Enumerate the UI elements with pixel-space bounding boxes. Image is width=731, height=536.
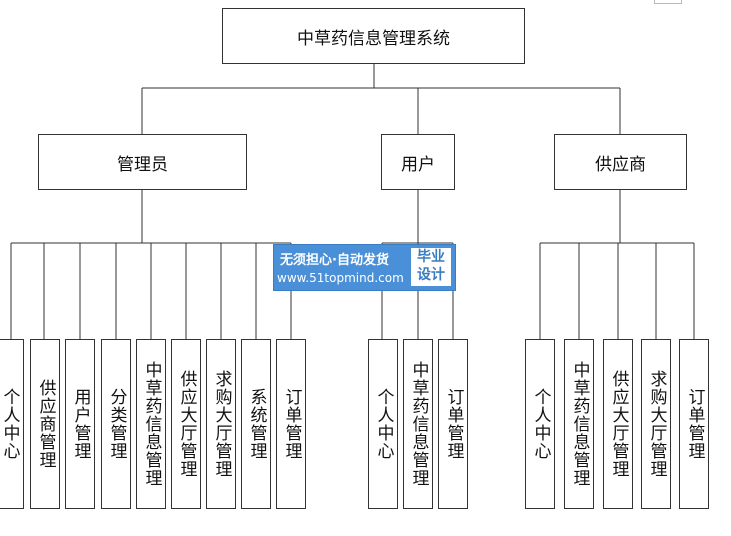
function-label: 系统管理	[246, 388, 267, 460]
function-label: 中草药信息管理	[141, 361, 162, 487]
function-node: 分类管理	[101, 339, 131, 509]
function-label: 个人中心	[0, 388, 20, 460]
function-node: 订单管理	[276, 339, 306, 509]
function-label: 中草药信息管理	[408, 361, 429, 487]
function-node: 求购大厅管理	[641, 339, 671, 509]
function-node: 供应大厅管理	[603, 339, 633, 509]
function-label: 订单管理	[443, 388, 464, 460]
function-label: 供应大厅管理	[176, 370, 197, 478]
function-label: 个人中心	[530, 388, 551, 460]
function-label: 供应商管理	[35, 379, 56, 469]
root-node: 中草药信息管理系统	[222, 8, 525, 64]
watermark-line2: www.51topmind.com	[277, 271, 404, 285]
root-label: 中草药信息管理系统	[297, 28, 450, 49]
function-label: 用户管理	[70, 388, 91, 460]
role-label: 用户	[401, 154, 435, 175]
function-label: 求购大厅管理	[646, 370, 667, 478]
watermark-badge-line1: 毕业	[417, 249, 445, 265]
function-node: 求购大厅管理	[206, 339, 236, 509]
function-node: 供应大厅管理	[171, 339, 201, 509]
role-node-admin: 管理员	[38, 134, 247, 190]
function-label: 分类管理	[106, 388, 127, 460]
function-node: 用户管理	[65, 339, 95, 509]
watermark-badge: 毕业 设计	[411, 248, 451, 286]
function-node: 订单管理	[438, 339, 468, 509]
function-label: 订单管理	[281, 388, 302, 460]
function-node: 个人中心	[525, 339, 555, 509]
function-node: 中草药信息管理	[564, 339, 594, 509]
function-node: 系统管理	[241, 339, 271, 509]
function-node: 中草药信息管理	[136, 339, 166, 509]
role-label: 管理员	[117, 154, 168, 175]
role-label: 供应商	[595, 154, 646, 175]
role-node-user: 用户	[381, 134, 455, 190]
function-label: 中草药信息管理	[569, 361, 590, 487]
function-node: 个人中心	[368, 339, 398, 509]
function-node: 订单管理	[679, 339, 709, 509]
function-node: 供应商管理	[30, 339, 60, 509]
function-node: 个人中心	[0, 339, 24, 509]
watermark-line1: 无须担心·自动发货	[280, 253, 389, 268]
function-node: 中草药信息管理	[403, 339, 433, 509]
function-label: 个人中心	[373, 388, 394, 460]
watermark-badge-line2: 设计	[417, 267, 445, 283]
function-label: 订单管理	[684, 388, 705, 460]
watermark-banner: 无须担心·自动发货 www.51topmind.com 毕业 设计	[273, 244, 456, 291]
function-label: 求购大厅管理	[211, 370, 232, 478]
role-node-supplier: 供应商	[554, 134, 687, 190]
page-corner-mark	[654, 0, 682, 4]
function-label: 供应大厅管理	[608, 370, 629, 478]
watermark-text-area: 无须担心·自动发货 www.51topmind.com	[274, 245, 410, 290]
